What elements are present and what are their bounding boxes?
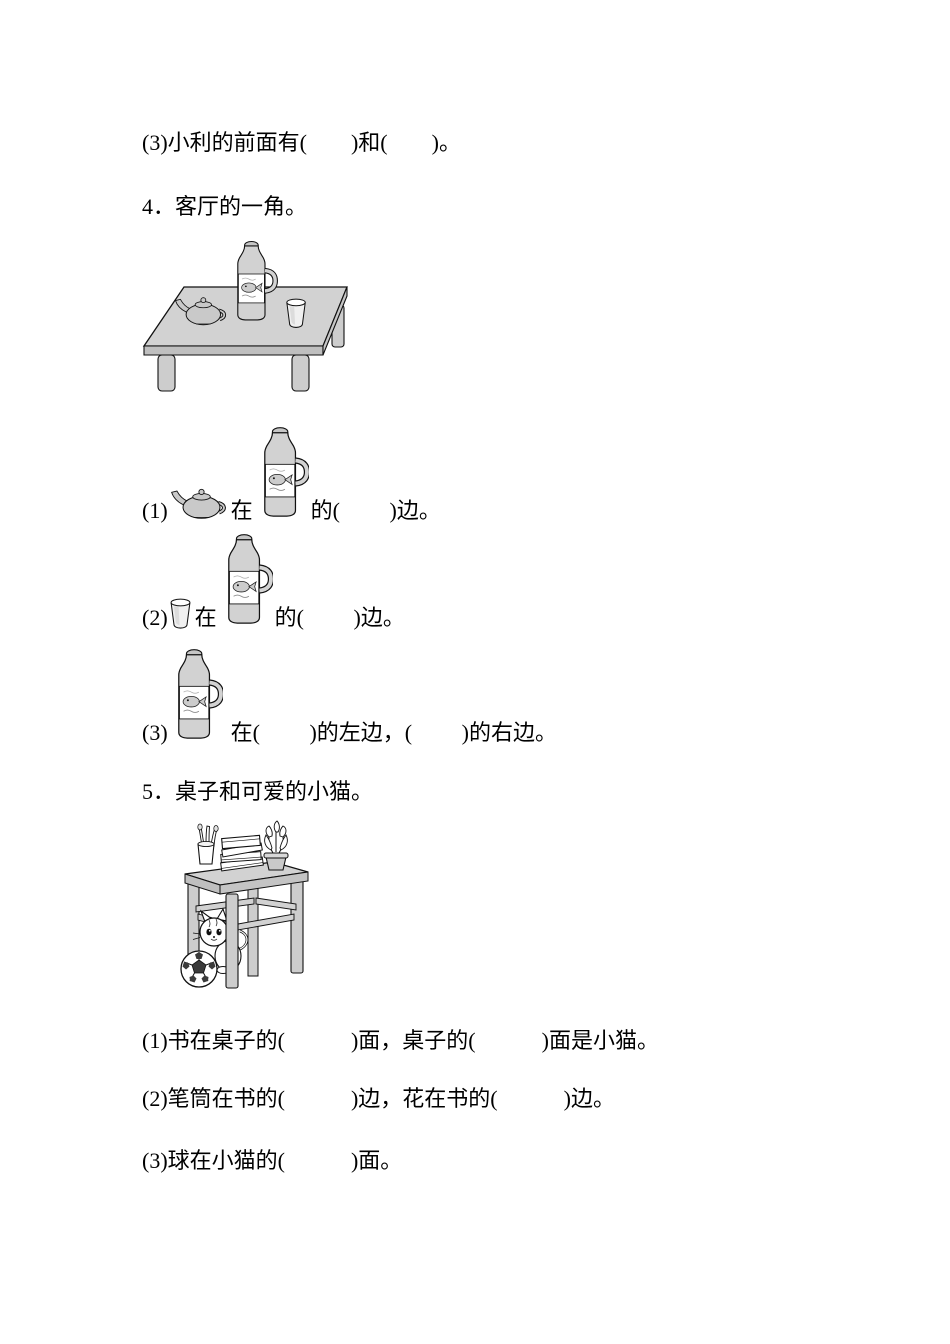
q5-sub2-line: (2)笔筒在书的( )边，花在书的( )边。 xyxy=(142,1086,615,1111)
q4-sub1-tail: 的( )边。 xyxy=(310,498,441,523)
soccer-ball-icon xyxy=(180,950,218,988)
q4-sub2-line: (2) 在 的( )边。 xyxy=(142,535,405,633)
living-room-corner-illustration xyxy=(142,230,348,392)
book-stack-icon xyxy=(220,834,264,872)
pen-holder-icon xyxy=(197,823,219,865)
flower-pot-icon xyxy=(263,820,289,871)
q4-sub1-line: (1) 在 的( )边。 xyxy=(142,420,441,526)
q4-sub1-mid: 在 xyxy=(230,498,253,523)
q4-sub2-mid: 在 xyxy=(194,605,217,630)
q4-sub2-num: (2) xyxy=(142,605,168,630)
q4-sub1-num: (1) xyxy=(142,498,168,523)
q4-sub3-tail: 在( )的左边，( )的右边。 xyxy=(230,720,557,745)
q5-heading: 5．桌子和可爱的小猫。 xyxy=(142,779,374,804)
cup-icon xyxy=(170,598,191,629)
q5-sub3-line: (3)球在小猫的( )面。 xyxy=(142,1148,403,1173)
cup-icon xyxy=(286,298,306,328)
q4-sub3-num: (3) xyxy=(142,720,168,745)
q3-sub3-line: (3)小利的前面有( )和( )。 xyxy=(142,130,461,155)
thermos-bottle-icon xyxy=(221,533,273,625)
q5-sub1-line: (1)书在桌子的( )面，桌子的( )面是小猫。 xyxy=(142,1028,659,1053)
teapot-icon xyxy=(169,487,226,519)
thermos-bottle-icon xyxy=(171,648,223,740)
table-front-leg xyxy=(225,893,239,989)
q4-sub3-line: (3) 在( )的左边，( )的右边。 xyxy=(142,648,557,748)
thermos-bottle-icon xyxy=(257,426,309,518)
q4-heading: 4．客厅的一角。 xyxy=(142,194,308,219)
table-and-kitten-illustration xyxy=(180,820,309,989)
q4-sub2-tail: 的( )边。 xyxy=(274,605,405,630)
